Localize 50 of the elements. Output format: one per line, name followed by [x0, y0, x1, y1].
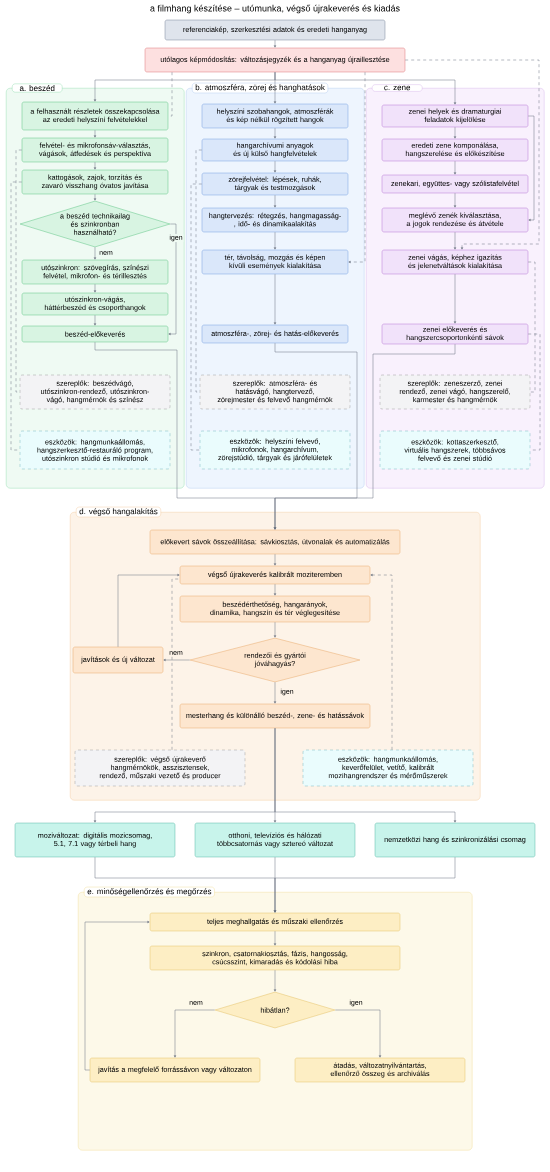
- arrow: [273, 681, 277, 704]
- arrow: [273, 127, 277, 139]
- arrow: [273, 856, 456, 913]
- arrow: [273, 194, 277, 208]
- section-title-tab: a. beszéd: [12, 83, 63, 93]
- arrow: [453, 231, 457, 250]
- arrow: [93, 161, 97, 170]
- connector-line: [527, 261, 536, 393]
- arrow: [93, 193, 97, 201]
- arrow: [163, 658, 191, 662]
- connector-line: [15, 149, 23, 393]
- arrow: [273, 343, 456, 530]
- arrow: [273, 231, 277, 250]
- arrow: [334, 1009, 382, 1058]
- arrow: [404, 59, 540, 250]
- arrow: [117, 573, 180, 648]
- arrow: [93, 314, 97, 326]
- arrow: [453, 192, 457, 208]
- connector-line: [195, 149, 203, 393]
- connector-line: [527, 333, 541, 451]
- connector-line: [10, 181, 23, 451]
- arrow: [348, 71, 366, 264]
- arrow: [453, 160, 457, 175]
- section-title-tab: b. atmoszféra, zörej és hanghatások: [192, 82, 329, 94]
- arrow: [93, 129, 97, 138]
- arrow: [273, 969, 277, 992]
- diagram-title: a filmhang készítése – utómunka, végső újrakeverés és kiadás: [150, 4, 400, 14]
- arrow: [273, 621, 277, 638]
- arrow: [273, 553, 277, 566]
- arrow: [93, 283, 97, 293]
- arrow: [273, 583, 277, 596]
- arrow: [84, 920, 150, 1071]
- arrow: [274, 71, 457, 105]
- section-title-tab: d. végső hangalakítás: [76, 506, 161, 518]
- arrow: [453, 273, 457, 324]
- connector-line: [190, 183, 203, 451]
- arrow: [274, 727, 457, 823]
- arrow: [273, 273, 277, 325]
- section-title-tab: e. minőségellenőrzés és megőrzés: [84, 886, 215, 898]
- connector-line: [171, 578, 181, 751]
- arrow: [273, 930, 277, 946]
- arrow: [273, 39, 277, 48]
- arrow: [370, 573, 393, 751]
- arrow: [168, 223, 177, 336]
- arrow: [173, 1009, 216, 1058]
- section-title-tab: c. zene: [372, 84, 423, 92]
- arrow: [453, 126, 457, 139]
- arrow: [527, 115, 535, 222]
- arrow: [93, 246, 97, 260]
- arrow: [273, 160, 277, 173]
